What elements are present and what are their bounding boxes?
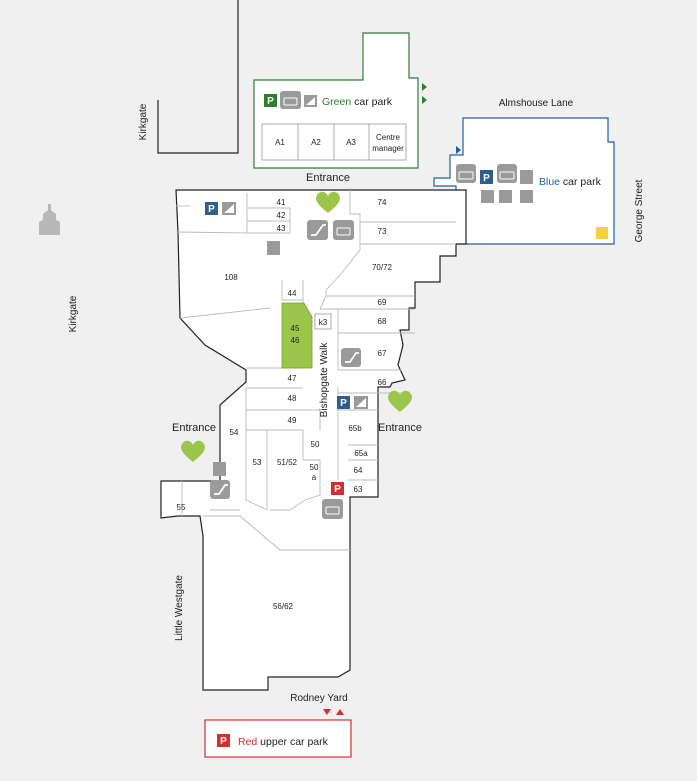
unit-41-label: 41: [277, 198, 286, 207]
green-car-park-title: Green car park: [322, 96, 393, 108]
unit-44-label: 44: [288, 289, 297, 298]
shopping-centre-building[interactable]: [160, 189, 467, 691]
unit-63-label: 63: [354, 485, 363, 494]
lift-icon: [322, 499, 343, 519]
ticket-machine-icon: [520, 170, 533, 184]
entrance-top-label: Entrance: [306, 172, 350, 184]
unit-64-label: 64: [354, 466, 363, 475]
unit-47-label: 47: [288, 374, 297, 383]
red-car-park-title: Red upper car park: [238, 736, 329, 748]
unit-a2: A2: [311, 138, 321, 147]
parking-icon: [480, 170, 493, 184]
parking-icon: [331, 482, 344, 495]
unit-45-label: 45: [291, 324, 300, 333]
baby-change-icon: [520, 190, 533, 203]
parking-symbol: P: [334, 484, 341, 495]
little-westgate-label: Little Westgate: [174, 575, 185, 641]
parking-icon: [337, 396, 350, 409]
escalator-icon: [341, 348, 361, 367]
unit-50-label: 50: [311, 440, 320, 449]
unit-53-label: 53: [253, 458, 262, 467]
entrance-left-label: Entrance: [172, 422, 216, 434]
unit-49-label: 49: [288, 416, 297, 425]
parking-symbol: P: [267, 96, 274, 107]
unit-46-label: 46: [291, 336, 300, 345]
accessible-toilet-icon: [499, 190, 512, 203]
heart-entrance-icon: [316, 191, 340, 213]
unit-56-62-label: 56/62: [273, 602, 294, 611]
parking-symbol: P: [340, 398, 347, 409]
arrow-right-icon: [456, 146, 461, 154]
almshouse-lane-label: Almshouse Lane: [499, 98, 574, 109]
toilet-icon: [267, 241, 280, 255]
unit-73-label: 73: [378, 227, 387, 236]
unit-45-46-highlight[interactable]: [281, 302, 313, 369]
toilet-icon: [213, 462, 226, 476]
unit-a1: A1: [275, 138, 285, 147]
unit-51-52-label: 51/52: [277, 458, 298, 467]
arrow-right-icon: [422, 96, 427, 104]
church-icon: [39, 204, 60, 235]
escalator-icon: [307, 220, 328, 240]
centre-manager-line1: Centre: [376, 133, 401, 142]
unit-65a-label: 65a: [354, 449, 368, 458]
blue-car-park-title: Blue car park: [539, 176, 602, 188]
unit-69-label: 69: [378, 298, 387, 307]
heart-entrance-icon: [181, 440, 205, 462]
arrow-down-icon: [323, 709, 331, 715]
lift-icon: [280, 91, 301, 109]
rodney-yard-label: Rodney Yard: [290, 693, 347, 704]
george-street-label: George Street: [634, 179, 645, 242]
arrow-right-icon: [422, 83, 427, 91]
parking-symbol: P: [483, 173, 490, 184]
kirkgate-left-label: Kirkgate: [68, 295, 79, 332]
unit-48-label: 48: [288, 394, 297, 403]
unit-67-label: 67: [378, 349, 387, 358]
unit-68-label: 68: [378, 317, 387, 326]
unit-50a-label-line1: 50: [310, 463, 319, 472]
unit-108-label: 108: [224, 273, 238, 282]
accessible-parking-icon: [596, 227, 608, 239]
toilet-icon: [481, 190, 494, 203]
kirkgate-road-edge: [157, 0, 239, 154]
parking-symbol: P: [208, 204, 215, 215]
arrow-up-icon: [336, 709, 344, 715]
unit-50a-label-line2: a: [312, 473, 317, 482]
entrance-right-label: Entrance: [378, 422, 422, 434]
kirkgate-top-label: Kirkgate: [138, 103, 149, 140]
unit-a3: A3: [346, 138, 356, 147]
lift-icon: [333, 220, 354, 240]
unit-66-label: 66: [378, 378, 387, 387]
unit-70-72-label: 70/72: [372, 263, 393, 272]
unit-42-label: 42: [277, 211, 286, 220]
parking-icon: [217, 734, 230, 747]
kiosk-k3-label: k3: [319, 318, 328, 327]
unit-74-label: 74: [378, 198, 387, 207]
unit-43-label: 43: [277, 224, 286, 233]
unit-65b-label: 65b: [348, 424, 362, 433]
lift-icon: [497, 164, 517, 183]
unit-55-label: 55: [177, 503, 186, 512]
parking-symbol: P: [220, 736, 227, 747]
heart-entrance-icon: [388, 390, 412, 412]
parking-icon: [205, 202, 218, 215]
bishopgate-walk-label: Bishopgate Walk: [319, 342, 330, 418]
unit-54-label: 54: [230, 428, 239, 437]
lift-icon: [456, 164, 476, 183]
centre-manager-line2: manager: [372, 144, 404, 153]
escalator-icon: [210, 480, 230, 499]
parking-icon: [264, 94, 277, 107]
